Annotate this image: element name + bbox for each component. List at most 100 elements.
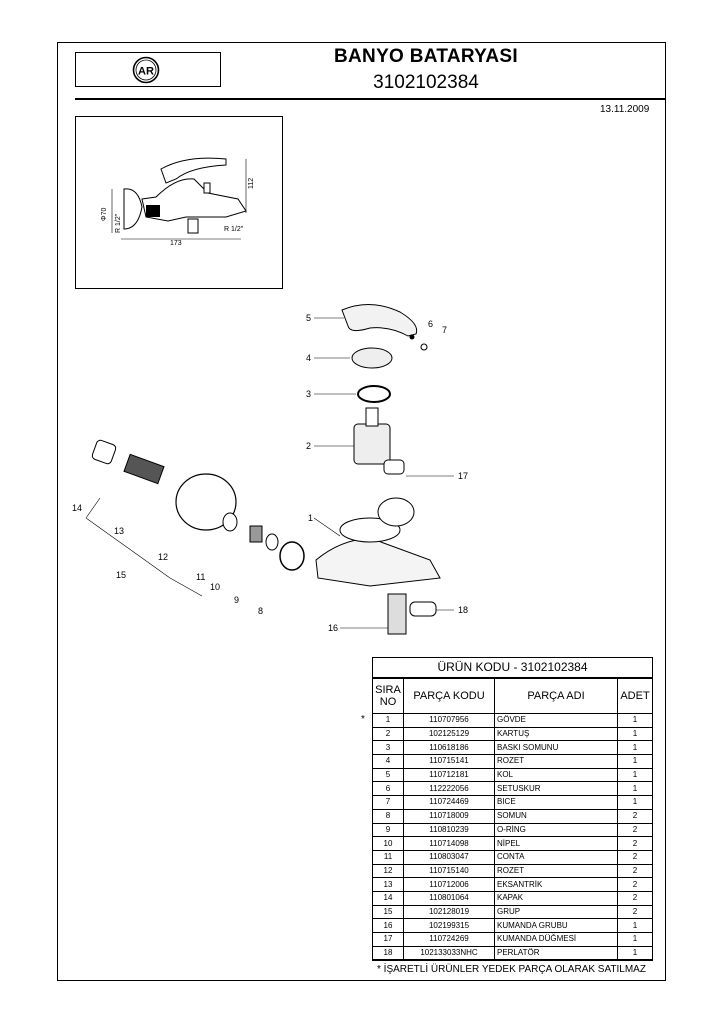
callout-10: 10 (210, 582, 220, 592)
row-name: KOL (494, 767, 618, 783)
dim-diameter-label: Φ70 (101, 208, 108, 221)
callout-9: 9 (234, 595, 239, 605)
page-frame (57, 42, 666, 981)
header-adet: ADET (617, 678, 652, 714)
part-o-ring (265, 533, 279, 551)
faucet-side-view: 112 173 Φ70 R 1/2" R 1/2" (101, 157, 255, 247)
row-name: SOMUN (494, 808, 618, 824)
callout-4: 4 (306, 353, 311, 363)
part-pressure-nut (357, 385, 391, 403)
row-no: 12 (373, 863, 404, 879)
part-aerator (409, 601, 437, 617)
thread-left-label: R 1/2" (115, 213, 122, 233)
part-control-group (387, 593, 407, 635)
callout-6: 6 (428, 319, 433, 329)
part-cartridge (353, 423, 391, 465)
part-knob (383, 459, 405, 475)
callout-18: 18 (458, 605, 468, 615)
row-code: 110803047 (403, 849, 495, 865)
row-name: KUMANDA DÜĞMESİ (494, 932, 618, 947)
part-nipple (249, 525, 263, 543)
row-no: 2 (373, 726, 404, 742)
row-name: ROZET (494, 754, 618, 769)
header-parca-kodu: PARÇA KODU (403, 678, 495, 714)
row-qty: 2 (617, 904, 652, 920)
part-rosette-top (351, 347, 393, 369)
row-name: GRUP (494, 904, 618, 920)
row-code: 110714098 (403, 836, 495, 851)
exploded-view: 5 4 3 2 6 7 17 1 18 16 14 13 12 11 10 9 … (72, 304, 468, 635)
row-name: ROZET (494, 863, 618, 879)
footnote: * İŞARETLİ ÜRÜNLER YEDEK PARÇA OLARAK SA… (377, 964, 646, 975)
callout-15: 15 (116, 570, 126, 580)
callout-14: 14 (72, 503, 82, 513)
row-code: 110724469 (403, 795, 495, 810)
row-code: 110715141 (403, 754, 495, 769)
part-cover (91, 439, 117, 465)
row-no: 1 (373, 713, 404, 728)
row-code: 110715140 (403, 863, 495, 879)
row-code: 110712181 (403, 767, 495, 783)
row-code: 102133033NHC (403, 945, 495, 961)
marked-row-star: * (361, 714, 365, 725)
row-name: GÖVDE (494, 713, 618, 728)
row-qty: 1 (617, 726, 652, 742)
row-no: 8 (373, 808, 404, 824)
row-qty: 1 (617, 713, 652, 728)
callout-7: 7 (442, 325, 447, 335)
row-qty: 1 (617, 781, 652, 797)
row-name: SETUSKUR (494, 781, 618, 797)
row-qty: 2 (617, 808, 652, 824)
document-title: BANYO BATARYASI (334, 46, 518, 67)
row-qty: 2 (617, 877, 652, 892)
part-gasket (222, 512, 238, 532)
logo-box: AR (75, 52, 221, 87)
dim-width-label: 173 (170, 240, 182, 247)
callout-3: 3 (306, 389, 311, 399)
row-no: 7 (373, 795, 404, 810)
row-qty: 2 (617, 863, 652, 879)
row-code: 110801064 (403, 890, 495, 906)
callout-1: 1 (308, 513, 313, 523)
callout-5: 5 (306, 313, 311, 323)
row-code: 102128019 (403, 904, 495, 920)
row-code: 110724269 (403, 932, 495, 947)
row-no: 18 (373, 945, 404, 961)
row-no: 11 (373, 849, 404, 865)
dim-height-label: 112 (248, 178, 255, 189)
row-no: 10 (373, 836, 404, 851)
brand-logo: AR (132, 56, 160, 84)
row-qty: 1 (617, 795, 652, 810)
row-qty: 1 (617, 767, 652, 783)
row-qty: 1 (617, 932, 652, 947)
row-no: 17 (373, 932, 404, 947)
row-code: 110718009 (403, 808, 495, 824)
row-code: 110707956 (403, 713, 495, 728)
header-divider (75, 98, 666, 100)
row-code: 102199315 (403, 918, 495, 933)
row-name: EKSANTRİK (494, 877, 618, 892)
row-name: O-RİNG (494, 822, 618, 838)
row-qty: 1 (617, 918, 652, 933)
callout-8: 8 (258, 606, 263, 616)
row-code: 102125129 (403, 726, 495, 742)
row-qty: 2 (617, 822, 652, 838)
part-rosette-side (175, 473, 237, 531)
row-code: 110810239 (403, 822, 495, 838)
part-nut (279, 541, 305, 571)
parts-table-title: ÜRÜN KODU - 3102102384 (373, 658, 652, 678)
part-eccentric (123, 453, 165, 485)
parts-table: ÜRÜN KODU - 3102102384 SIRA NO PARÇA KOD… (372, 657, 653, 962)
row-qty: 1 (617, 754, 652, 769)
